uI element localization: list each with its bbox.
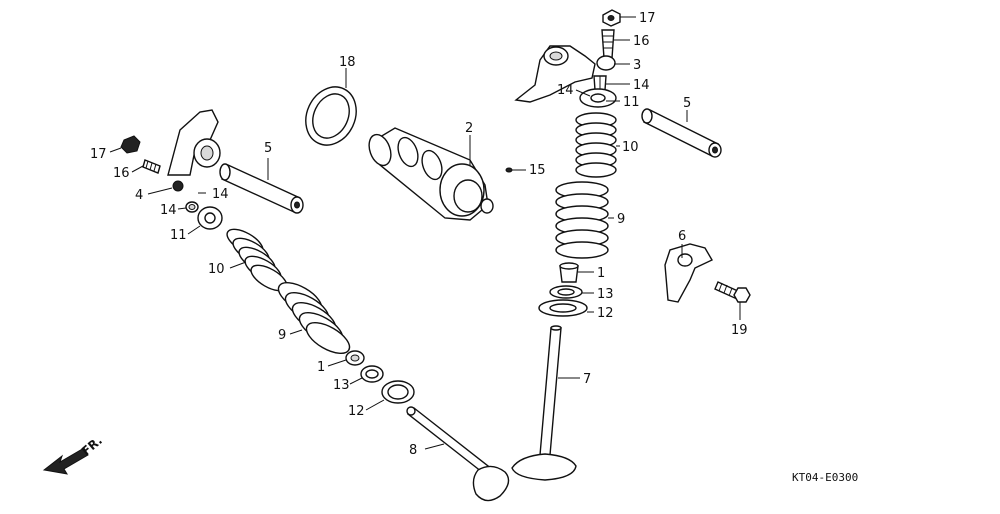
callout-19: 19 [731,323,748,338]
left-inner-valve-spring [277,281,351,355]
callout-10: 10 [208,262,225,277]
left-stem-seal [345,350,365,366]
right-stem-seal [559,262,579,283]
callout-17: 17 [639,11,656,26]
callout-10: 10 [622,140,639,155]
callout-labels: 17 16 4 14 14 11 10 5 9 1 13 12 8 18 2 1… [90,11,748,458]
right-outer-valve-spring [575,112,617,178]
callout-7: 7 [583,372,591,387]
callout-13: 13 [333,378,350,393]
left-spring-retainer [197,206,223,230]
callout-5: 5 [264,141,272,156]
left-adjusting-screw [142,159,161,174]
callout-8: 8 [409,443,417,458]
camshaft [368,127,494,221]
tensioner-bolt [714,281,751,303]
tensioner-lifter [664,243,713,303]
callout-16: 16 [633,34,650,49]
callout-11: 11 [623,95,640,110]
part-code: KT04-E0300 [792,471,858,484]
callout-6: 6 [678,229,686,244]
left-spring-seat-outer [381,380,415,404]
camshaft-o-ring [305,86,357,146]
left-spring-seat-inner [360,365,384,383]
callout-15: 15 [529,163,546,178]
right-spring-retainer [579,88,617,108]
right-spring-seat-outer [538,299,588,317]
left-rocker-shaft [219,163,304,214]
right-adjusting-screw [601,29,615,59]
callout-4: 4 [135,188,143,203]
callout-18: 18 [339,55,356,70]
front-direction-arrow [42,447,89,475]
callout-9: 9 [617,212,625,227]
left-outer-valve-spring [226,228,288,292]
right-rocker-shaft [641,108,722,158]
camshaft-pin [505,167,513,173]
callout-3: 3 [633,58,641,73]
right-adjusting-nut [602,9,621,27]
callout-11: 11 [170,228,187,243]
callout-9: 9 [278,328,286,343]
right-spring-seat-inner [549,285,583,299]
callout-14: 14 [160,203,177,218]
callout-14: 14 [633,78,650,93]
leader-lines [109,16,741,450]
callout-12: 12 [597,306,614,321]
left-adjusting-nut [120,135,141,154]
left-valve [406,406,510,502]
callout-5: 5 [683,96,691,111]
callout-2: 2 [465,121,473,136]
right-inner-valve-spring [555,181,609,259]
right-rocker-arm [514,45,616,103]
callout-14: 14 [212,187,229,202]
callout-17: 17 [90,147,107,162]
callout-1: 1 [597,266,605,281]
left-rocker-arm [167,109,221,192]
callout-16: 16 [113,166,130,181]
left-cotters [185,201,199,213]
callout-12: 12 [348,404,365,419]
callout-14: 14 [557,83,574,98]
callout-13: 13 [597,287,614,302]
right-cotters [593,75,607,91]
callout-1: 1 [317,360,325,375]
right-valve [511,325,577,481]
